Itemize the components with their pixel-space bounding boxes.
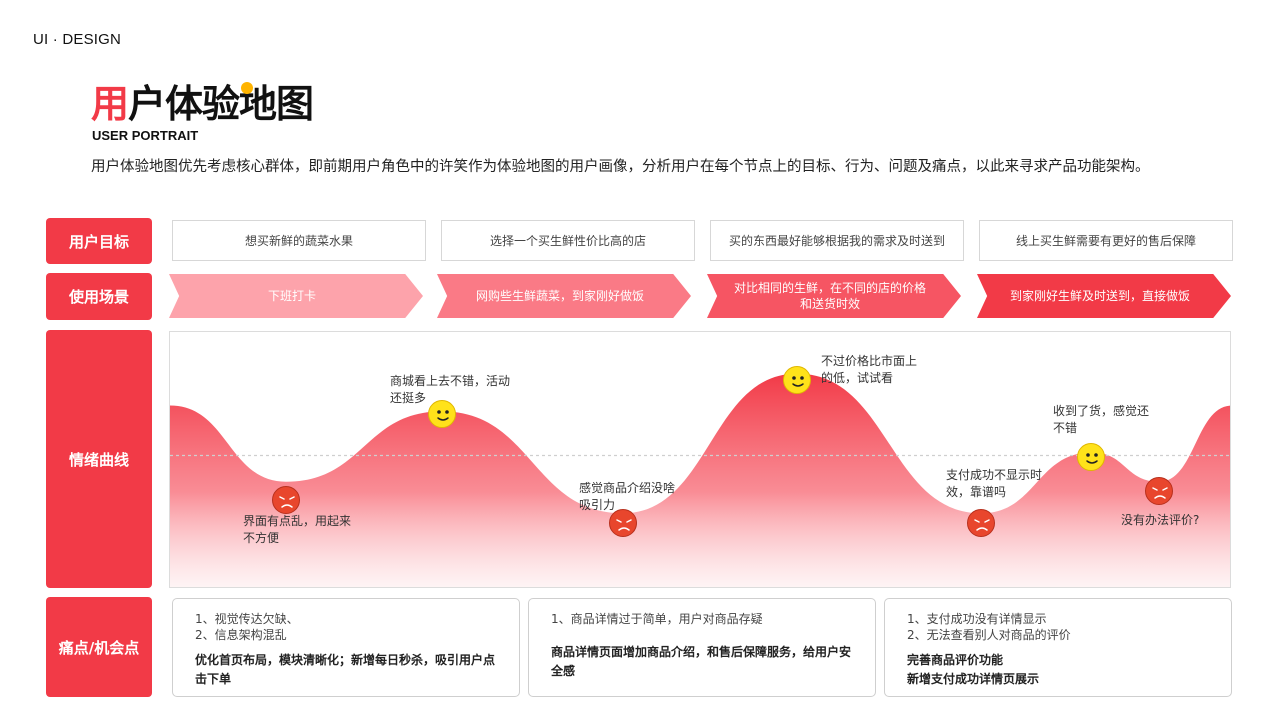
pain-problems: 1、商品详情过于简单，用户对商品存疑 [551,612,763,626]
scene-chevron: 对比相同的生鲜，在不同的店的价格和送货时效 [707,274,961,318]
intro-paragraph: 用户体验地图优先考虑核心群体，即前期用户角色中的许笑作为体验地图的用户画像，分析… [91,159,1150,175]
emotion-annotation: 商城看上去不错，活动还挺多 [390,374,511,405]
pain-solution: 优化首页布局，模块清晰化；新增每日秒杀，吸引用户点击下单 [195,653,496,686]
row-label-emotion: 情绪曲线 [46,330,152,588]
scene-chevron: 下班打卡 [169,274,423,318]
row-label-pain: 痛点/机会点 [46,597,152,697]
goal-box: 选择一个买生鲜性价比高的店 [441,220,695,261]
emotion-curve-area [170,373,1230,587]
pain-solution: 商品详情页面增加商品介绍，和售后保障服务，给用户安全感 [551,645,852,678]
happy-face-icon [428,400,456,428]
scene-chevron: 到家刚好生鲜及时送到，直接做饭 [977,274,1231,318]
emotion-annotation: 支付成功不显示时效，靠谱吗 [946,468,1043,499]
title-dot-decoration [241,82,253,94]
emotion-annotation: 没有办法评价? [1121,513,1200,527]
brand-label: UI · DESIGN [33,31,122,48]
emotion-annotation: 界面有点乱，用起来不方便 [243,514,352,545]
pain-solution: 完善商品评价功能 新增支付成功详情页展示 [907,653,1040,686]
goal-box: 线上买生鲜需要有更好的售后保障 [979,220,1233,261]
sad-face-icon [272,486,300,514]
goal-box: 想买新鲜的蔬菜水果 [172,220,426,261]
row-label-goal: 用户目标 [46,218,152,264]
title-rest: 户体验地图 [128,82,314,126]
scene-chevron: 网购些生鲜蔬菜，到家刚好做饭 [437,274,691,318]
emotion-annotation: 感觉商品介绍没啥吸引力 [579,481,676,512]
emotion-annotation: 收到了货，感觉还不错 [1053,404,1150,435]
pain-point-box: 1、视觉传达欠缺、2、信息架构混乱 优化首页布局，模块清晰化；新增每日秒杀，吸引… [172,598,520,697]
sad-face-icon [609,509,637,537]
title-accent: 用 [91,82,129,126]
pain-problems: 1、视觉传达欠缺、2、信息架构混乱 [195,612,299,642]
pain-point-box: 1、商品详情过于简单，用户对商品存疑 商品详情页面增加商品介绍，和售后保障服务，… [528,598,876,697]
page-title: 用户体验地图 [91,82,314,126]
happy-face-icon [783,366,811,394]
emotion-curve-panel [169,331,1231,588]
happy-face-icon [1077,443,1105,471]
sad-face-icon [1145,477,1173,505]
emotion-annotation: 不过价格比市面上的低，试试看 [821,354,918,385]
goal-box: 买的东西最好能够根据我的需求及时送到 [710,220,964,261]
page-subtitle: USER PORTRAIT [92,128,199,143]
row-label-scene: 使用场景 [46,273,152,320]
sad-face-icon [967,509,995,537]
emotion-curve-svg [170,373,1230,587]
